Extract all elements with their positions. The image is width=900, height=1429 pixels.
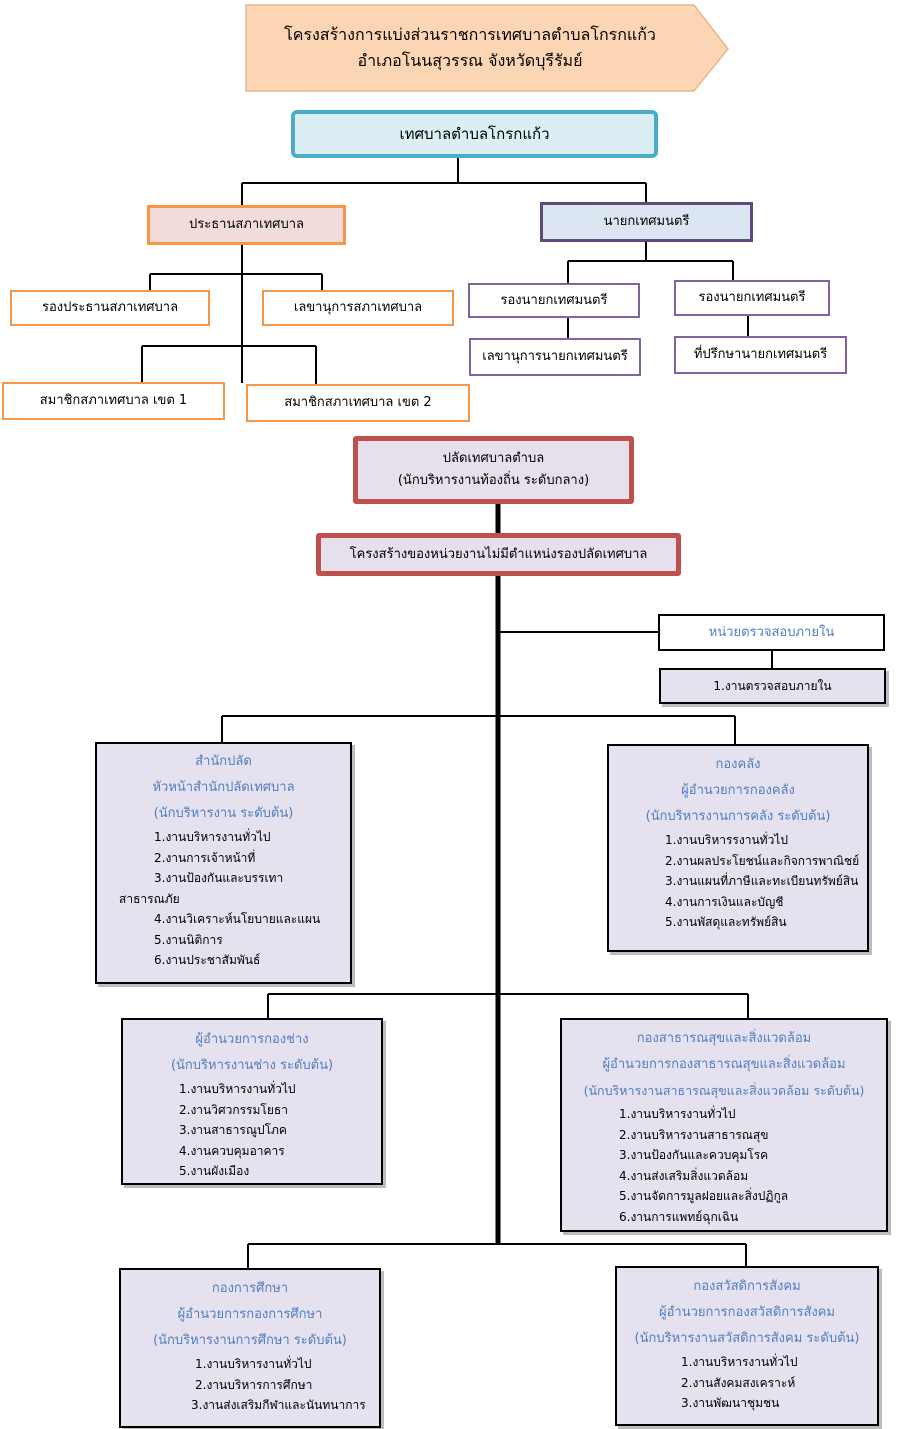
mayor-box: นายกเทศมนตรี bbox=[540, 202, 753, 242]
mayor-secretary-label: เลขานุการนายกเทศมนตรี bbox=[482, 349, 628, 364]
public-health-division-item-2: 2.งานบริหารงานสาธารณสุข bbox=[619, 1127, 769, 1142]
finance-division-head: ผู้อำนวยการกองคลัง bbox=[681, 783, 795, 798]
public-health-division-head: ผู้อำนวยการกองสาธารณสุขและสิ่งแวดล้อม bbox=[602, 1057, 846, 1072]
engineering-division-box: ผู้อำนวยการกองช่าง (นักบริหารงานช่าง ระด… bbox=[121, 1018, 383, 1185]
deputy-mayor-1-box: รองนายกเทศมนตรี bbox=[468, 283, 640, 318]
mayor-secretary-box: เลขานุการนายกเทศมนตรี bbox=[469, 338, 641, 376]
social-welfare-division-box: กองสวัสดิการสังคม ผู้อำนวยการกองสวัสดิกา… bbox=[615, 1266, 879, 1426]
office-of-clerk-item-1: 1.งานบริหารงานทั่วไป bbox=[154, 830, 271, 844]
structure-note-box: โครงสร้างของหน่วยงานไม่มีตำแหน่งรองปลัดเ… bbox=[316, 533, 681, 576]
public-health-division-item-6: 6.งานการแพทย์ฉุกเฉิน bbox=[619, 1209, 739, 1224]
finance-division-item-1: 1.งานบริหารรงานทั่วไป bbox=[665, 833, 788, 847]
social-welfare-division-level: (นักบริหารงานสวัสดิการสังคม ระดับต้น) bbox=[634, 1331, 860, 1346]
engineering-division-item-4: 4.งานควบคุมอาคาร bbox=[179, 1143, 285, 1158]
deputy-mayor-2-label: รองนายกเทศมนตรี bbox=[698, 290, 806, 305]
engineering-division-item-1: 1.งานบริหารงานทั่วไป bbox=[179, 1082, 296, 1096]
vice-chair-box: รองประธานสภาเทศบาล bbox=[10, 290, 210, 326]
education-division-item-1: 1.งานบริหารงานทั่วไป bbox=[195, 1357, 312, 1371]
municipal-clerk-box: ปลัดเทศบาลตำบล (นักบริหารงานท้องถิ่น ระด… bbox=[353, 436, 634, 504]
public-health-division-name: กองสาธารณสุขและสิ่งแวดล้อม bbox=[636, 1031, 812, 1046]
mayor-advisor-box: ที่ปรึกษานายกเทศมนตรี bbox=[674, 336, 847, 374]
header-title: โครงสร้างการแบ่งส่วนราชการเทศบาลตำบลโกรก… bbox=[250, 10, 690, 86]
header-banner bbox=[245, 4, 729, 92]
education-division-level: (นักบริหารงานการศึกษา ระดับต้น) bbox=[153, 1333, 347, 1348]
office-of-clerk-box: สำนักปลัด หัวหน้าสำนักปลัดเทศบาล (นักบริ… bbox=[95, 742, 352, 984]
social-welfare-division-item-2: 2.งานสังคมสงเคราะห์ bbox=[681, 1375, 796, 1390]
mayor-advisor-label: ที่ปรึกษานายกเทศมนตรี bbox=[693, 347, 828, 362]
council-member-2-label: สมาชิกสภาเทศบาล เขต 2 bbox=[284, 395, 432, 410]
finance-division-box: กองคลัง ผู้อำนวยการกองคลัง (นักบริหารงาน… bbox=[607, 744, 869, 952]
council-secretary-box: เลขานุการสภาเทศบาล bbox=[262, 290, 454, 326]
office-of-clerk-item-2: 2.งานการเจ้าหน้าที่ bbox=[154, 850, 256, 865]
council-member-1-box: สมาชิกสภาเทศบาล เขต 1 bbox=[2, 382, 225, 420]
office-of-clerk-name: สำนักปลัด bbox=[195, 754, 252, 769]
public-health-division-item-5: 5.งานจัดการมูลฝอยและสิ่งปฏิกูล bbox=[619, 1189, 789, 1203]
finance-division-item-3: 3.งานแผนที่ภาษีและทะเบียนทรัพย์สิน bbox=[665, 874, 859, 888]
municipal-clerk-level: (นักบริหารงานท้องถิ่น ระดับกลาง) bbox=[397, 473, 590, 488]
engineering-division-level: (นักบริหารงานช่าง ระดับต้น) bbox=[170, 1058, 334, 1073]
office-of-clerk-item-3: 3.งานป้องกันและบรรเทา bbox=[154, 871, 284, 885]
engineering-division-item-3: 3.งานสาธารณูปโภค bbox=[179, 1123, 287, 1137]
vice-chair-label: รองประธานสภาเทศบาล bbox=[41, 300, 179, 315]
council-secretary-label: เลขานุการสภาเทศบาล bbox=[293, 300, 423, 315]
finance-division-level: (นักบริหารงานการคลัง ระดับต้น) bbox=[645, 809, 831, 824]
engineering-division-head: ผู้อำนวยการกองช่าง bbox=[195, 1032, 309, 1047]
education-division-name: กองการศึกษา bbox=[211, 1281, 289, 1296]
education-division-item-2: 2.งานบริหารการศึกษา bbox=[195, 1377, 313, 1392]
council-chair-label: ประธานสภาเทศบาล bbox=[189, 217, 304, 232]
finance-division-item-4: 4.งานการเงินและบัญชี bbox=[665, 894, 784, 909]
engineering-division-item-2: 2.งานวิศวกรรมโยธา bbox=[179, 1102, 288, 1117]
internal-audit-work-label: 1.งานตรวจสอบภายใน bbox=[713, 679, 832, 693]
finance-division-item-2: 2.งานผลประโยชน์และกิจการพาณิชย์ bbox=[665, 853, 860, 868]
municipal-clerk-title: ปลัดเทศบาลตำบล bbox=[442, 451, 545, 466]
education-division-item-3: 3.งานส่งเสริมกีฬาและนันทนาการ bbox=[191, 1398, 366, 1412]
finance-division-item-5: 5.งานพัสดุและทรัพย์สิน bbox=[665, 915, 787, 929]
council-chair-box: ประธานสภาเทศบาล bbox=[147, 205, 346, 245]
public-health-division-box: กองสาธารณสุขและสิ่งแวดล้อม ผู้อำนวยการกอ… bbox=[560, 1018, 888, 1232]
internal-audit-work-box: 1.งานตรวจสอบภายใน bbox=[659, 668, 886, 704]
social-welfare-division-head: ผู้อำนวยการกองสวัสดิการสังคม bbox=[658, 1305, 836, 1320]
municipality-label: เทศบาลตำบลโกรกแก้ว bbox=[399, 125, 550, 143]
public-health-division-level: (นักบริหารงานสาธารณสุขและสิ่งแวดล้อม ระด… bbox=[583, 1083, 865, 1098]
deputy-mayor-1-label: รองนายกเทศมนตรี bbox=[500, 292, 608, 308]
social-welfare-division-item-1: 1.งานบริหารงานทั่วไป bbox=[681, 1355, 798, 1369]
council-member-1-label: สมาชิกสภาเทศบาล เขต 1 bbox=[39, 393, 188, 408]
office-of-clerk-item-3-cont: สาธารณภัย bbox=[119, 891, 180, 906]
internal-audit-box: หน่วยตรวจสอบภายใน bbox=[658, 614, 885, 651]
social-welfare-division-name: กองสวัสดิการสังคม bbox=[693, 1279, 801, 1294]
mayor-label: นายกเทศมนตรี bbox=[603, 214, 690, 229]
finance-division-name: กองคลัง bbox=[715, 757, 761, 772]
office-of-clerk-head: หัวหน้าสำนักปลัดเทศบาล bbox=[152, 780, 295, 795]
social-welfare-division-item-3: 3.งานพัฒนาชุมชน bbox=[681, 1396, 780, 1410]
structure-note-label: โครงสร้างของหน่วยงานไม่มีตำแหน่งรองปลัดเ… bbox=[349, 546, 648, 562]
deputy-mayor-2-box: รองนายกเทศมนตรี bbox=[674, 280, 830, 316]
council-member-2-box: สมาชิกสภาเทศบาล เขต 2 bbox=[246, 384, 470, 422]
office-of-clerk-level: (นักบริหารงาน ระดับต้น) bbox=[153, 806, 294, 821]
office-of-clerk-item-5: 5.งานนิติการ bbox=[154, 932, 223, 947]
engineering-division-item-5: 5.งานผังเมือง bbox=[179, 1164, 250, 1178]
header-title-line1: โครงสร้างการแบ่งส่วนราชการเทศบาลตำบลโกรก… bbox=[284, 25, 656, 44]
internal-audit-title: หน่วยตรวจสอบภายใน bbox=[708, 624, 835, 640]
education-division-box: กองการศึกษา ผู้อำนวยการกองการศึกษา (นักบ… bbox=[119, 1268, 381, 1428]
municipality-box: เทศบาลตำบลโกรกแก้ว bbox=[291, 110, 658, 158]
office-of-clerk-item-6: 6.งานประชาสัมพันธ์ bbox=[154, 953, 261, 967]
public-health-division-item-1: 1.งานบริหารงานทั่วไป bbox=[619, 1107, 736, 1121]
office-of-clerk-item-4: 4.งานวิเคราะห์นโยบายและแผน bbox=[154, 912, 321, 926]
education-division-head: ผู้อำนวยการกองการศึกษา bbox=[177, 1307, 323, 1322]
public-health-division-item-4: 4.งานส่งเสริมสิ่งแวดล้อม bbox=[619, 1168, 749, 1183]
header-title-line2: อำเภอโนนสุวรรณ จังหวัดบุรีรัมย์ bbox=[357, 51, 583, 70]
public-health-division-item-3: 3.งานป้องกันและควบคุมโรค bbox=[619, 1148, 769, 1162]
